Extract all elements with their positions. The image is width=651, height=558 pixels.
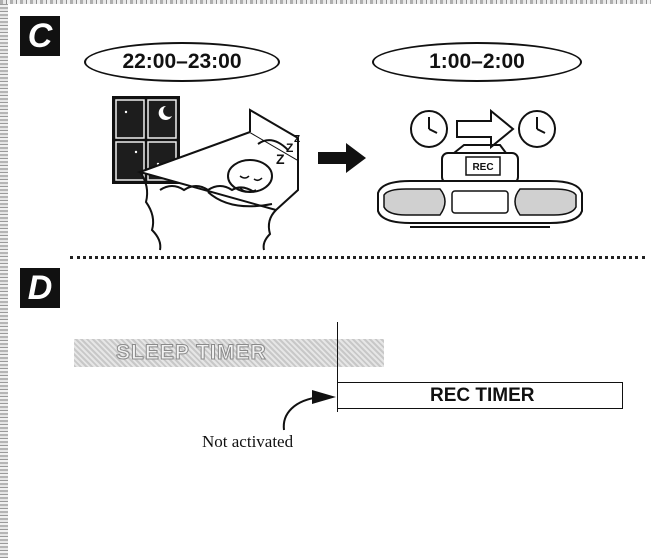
stereo-device-icon: REC [370,145,590,235]
rec-timer-label: REC TIMER [430,383,535,408]
not-activated-note: Not activated [202,432,293,452]
section-d-badge: D [20,268,60,308]
svg-text:Z: Z [276,151,285,167]
bedroom-illustration: Z Z Z [100,80,320,250]
scan-edge-left [0,0,8,558]
transfer-arrow-icon [457,111,513,147]
section-c-badge: C [20,16,60,56]
svg-text:Z: Z [294,134,300,145]
pointer-arrow-icon [276,382,346,432]
sleep-timer-label: SLEEP TIMER [116,339,267,367]
clock-end-icon [519,111,555,147]
svg-text:Z: Z [286,141,293,155]
section-divider [70,256,645,259]
time-after-pill: 1:00–2:00 [372,42,582,82]
rec-timer-bar: REC TIMER [337,382,623,409]
rec-device-label: REC [472,162,493,173]
right-arrow-icon [318,143,366,173]
time-before-pill: 22:00–23:00 [84,42,280,82]
scan-edge-top [0,0,651,4]
clock-start-icon [411,111,447,147]
